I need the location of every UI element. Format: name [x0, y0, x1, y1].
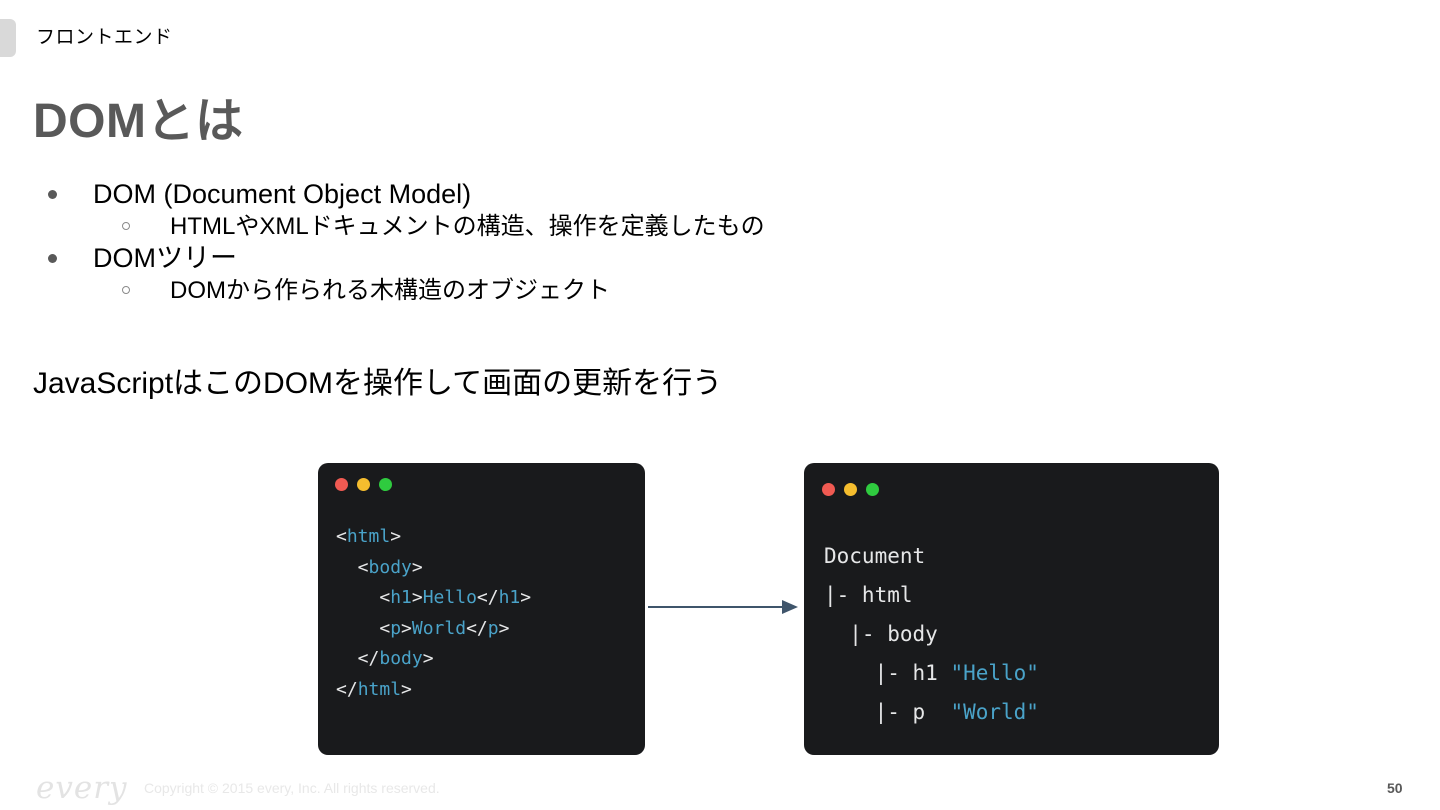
code-token: h1: [498, 587, 521, 608]
code-token: p: [487, 617, 499, 639]
bullet-label: DOMから作られる木構造のオブジェクト: [170, 277, 610, 304]
code-token: |- html: [824, 583, 913, 607]
close-dot-icon[interactable]: [822, 483, 835, 496]
filled-disc-icon: [48, 254, 57, 263]
code-line: |- html: [824, 576, 1039, 615]
code-token: >: [401, 617, 412, 639]
copyright-text: Copyright © 2015 every, Inc. All rights …: [144, 780, 440, 796]
code-token: <: [336, 587, 391, 608]
code-line: <body>: [336, 553, 531, 584]
code-token: >: [390, 526, 402, 547]
lead-sentence: JavaScriptはこのDOMを操作して画面の更新を行う: [33, 367, 723, 400]
code-token: >: [411, 556, 423, 578]
dom-tree-output: Document |- html |- body |- h1 "Hello" |-…: [824, 537, 1039, 732]
code-token: >: [401, 678, 412, 700]
code-token: </: [336, 678, 358, 700]
bullet-item-2: DOMツリー: [48, 242, 1136, 275]
code-token: |- body: [824, 622, 938, 646]
brand-logo: every: [36, 770, 128, 806]
minimize-dot-icon[interactable]: [844, 483, 857, 496]
bullet-item-3: DOMから作られる木構造のオブジェクト: [122, 275, 1136, 306]
code-line: </html>: [336, 675, 531, 706]
code-token: </: [466, 617, 488, 639]
arrow-head: [782, 600, 798, 614]
page-number: 50: [1387, 780, 1403, 796]
code-token: </: [336, 648, 380, 669]
code-line: |- h1 "Hello": [824, 654, 1039, 693]
code-token: <: [336, 617, 391, 639]
code-token: body: [379, 648, 423, 669]
code-line: <html>: [336, 522, 531, 553]
arrow-shaft: [648, 606, 784, 608]
code-window-dom-tree: Document |- html |- body |- h1 "Hello" |-…: [804, 463, 1219, 755]
close-dot-icon[interactable]: [335, 478, 348, 491]
code-token: >: [411, 587, 423, 608]
code-line: |- p "World": [824, 693, 1039, 732]
code-token: World: [411, 617, 467, 639]
minimize-dot-icon[interactable]: [357, 478, 370, 491]
code-token: </: [476, 587, 499, 608]
hollow-circle-icon: [122, 222, 130, 230]
code-token: body: [368, 556, 412, 578]
page-title: DOMとは: [33, 95, 244, 148]
bullet-list: DOM (Document Object Model) HTMLやXMLドキュメン…: [36, 178, 1136, 306]
code-token: >: [422, 648, 434, 669]
code-token: html: [346, 526, 391, 547]
window-traffic-lights: [822, 483, 879, 496]
bullet-item-1: HTMLやXMLドキュメントの構造、操作を定義したもの: [122, 211, 1136, 242]
right-arrow-icon: [648, 600, 800, 614]
section-kicker: フロントエンド: [36, 27, 173, 48]
corner-tab-shape-icon: [0, 19, 16, 57]
bullet-label: HTMLやXMLドキュメントの構造、操作を定義したもの: [170, 213, 765, 240]
code-token: "Hello": [950, 661, 1039, 685]
bullet-label: DOMツリー: [93, 243, 237, 273]
hollow-circle-icon: [122, 286, 130, 294]
code-token: html: [357, 678, 402, 700]
code-token: |- p: [824, 700, 951, 724]
bullet-label: DOM (Document Object Model): [93, 179, 472, 209]
code-line: </body>: [336, 644, 531, 675]
maximize-dot-icon[interactable]: [866, 483, 879, 496]
code-token: <: [336, 526, 347, 547]
filled-disc-icon: [48, 190, 57, 199]
code-token: h1: [390, 587, 412, 608]
code-line: <h1>Hello</h1>: [336, 583, 531, 614]
code-line: Document: [824, 537, 1039, 576]
code-token: Document: [824, 544, 926, 568]
bullet-item-0: DOM (Document Object Model): [48, 178, 1136, 211]
code-token: >: [520, 587, 532, 608]
code-line: |- body: [824, 615, 1039, 654]
maximize-dot-icon[interactable]: [379, 478, 392, 491]
code-token: |- h1: [824, 661, 951, 685]
html-source-code: <html> <body> <h1>Hello</h1> <p>World</p…: [336, 522, 531, 705]
code-token: Hello: [422, 587, 477, 608]
window-traffic-lights: [335, 478, 392, 491]
code-token: p: [390, 617, 402, 639]
code-line: <p>World</p>: [336, 614, 531, 645]
code-token: "World": [950, 700, 1039, 724]
code-token: >: [498, 617, 510, 639]
code-token: <: [336, 556, 369, 578]
code-window-html: <html> <body> <h1>Hello</h1> <p>World</p…: [318, 463, 645, 755]
